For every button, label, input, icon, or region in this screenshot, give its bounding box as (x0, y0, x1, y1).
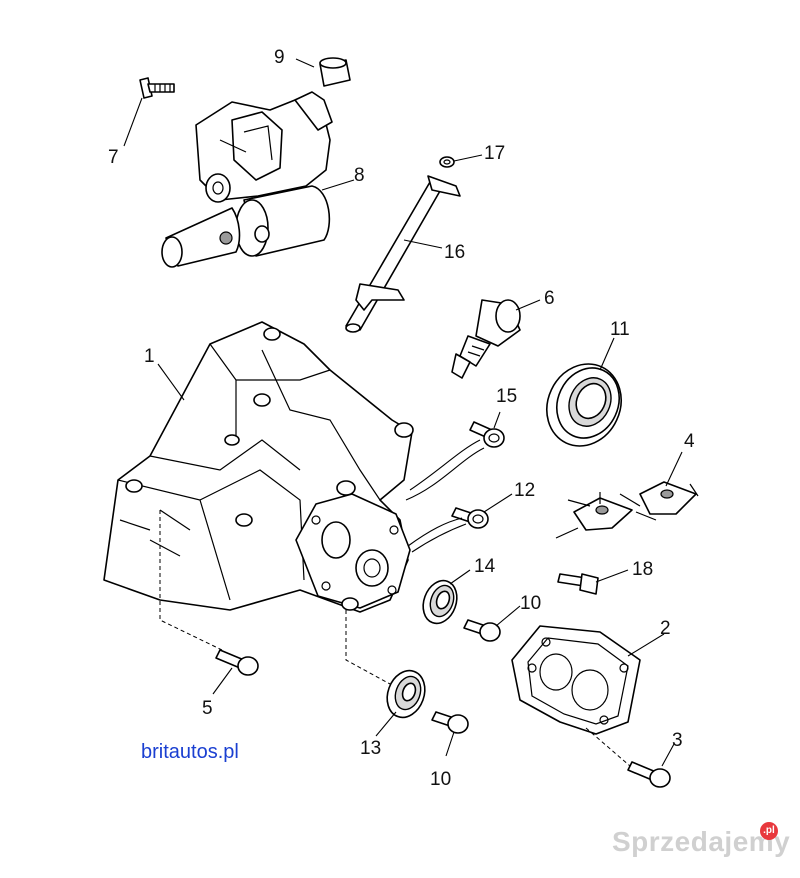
callout-2: 2 (660, 618, 671, 639)
part-15-bolt (469, 421, 505, 448)
part-18-bolt (557, 573, 599, 595)
part-4-brackets (555, 481, 699, 539)
part-11-seal (546, 363, 622, 447)
callout-3: 3 (672, 730, 683, 751)
callout-9: 9 (274, 47, 285, 68)
watermark-badge: .pl (760, 822, 778, 840)
part-13-bearing (386, 669, 426, 719)
callout-13: 13 (360, 738, 381, 759)
callout-18: 18 (632, 559, 653, 580)
callout-6: 6 (544, 288, 555, 309)
part-16-shaft (345, 175, 461, 333)
part-7-bolt (139, 77, 175, 99)
callout-11: 11 (610, 319, 630, 340)
callout-10b: 10 (430, 769, 451, 790)
part-9-cap (319, 57, 351, 87)
part-1-gearbox-casing (103, 321, 414, 613)
part-6-sensor (451, 299, 521, 379)
callout-17: 17 (484, 143, 505, 164)
part-10-bolt-lower (431, 711, 469, 734)
alignment-lines (159, 510, 631, 767)
callout-16: 16 (444, 242, 465, 263)
callout-10a: 10 (520, 593, 541, 614)
part-17-clip (439, 156, 455, 168)
callout-1: 1 (144, 346, 155, 367)
part-8-actuator (161, 91, 333, 268)
callout-5: 5 (202, 698, 213, 719)
callout-7: 7 (108, 147, 119, 168)
part-10-bolt-upper (463, 619, 501, 642)
part-14-bearing (422, 579, 458, 625)
part-5-bolt (215, 649, 259, 676)
leader-lines (123, 58, 683, 767)
part-3-bolt (627, 761, 671, 788)
source-link[interactable]: britautos.pl (141, 741, 239, 763)
callout-15: 15 (496, 386, 517, 407)
part-2-gasket (511, 625, 641, 735)
callout-4: 4 (684, 431, 695, 452)
callout-14: 14 (474, 556, 496, 577)
callout-12: 12 (514, 480, 535, 501)
callout-8: 8 (354, 165, 365, 186)
part-12-bolt (451, 507, 489, 529)
